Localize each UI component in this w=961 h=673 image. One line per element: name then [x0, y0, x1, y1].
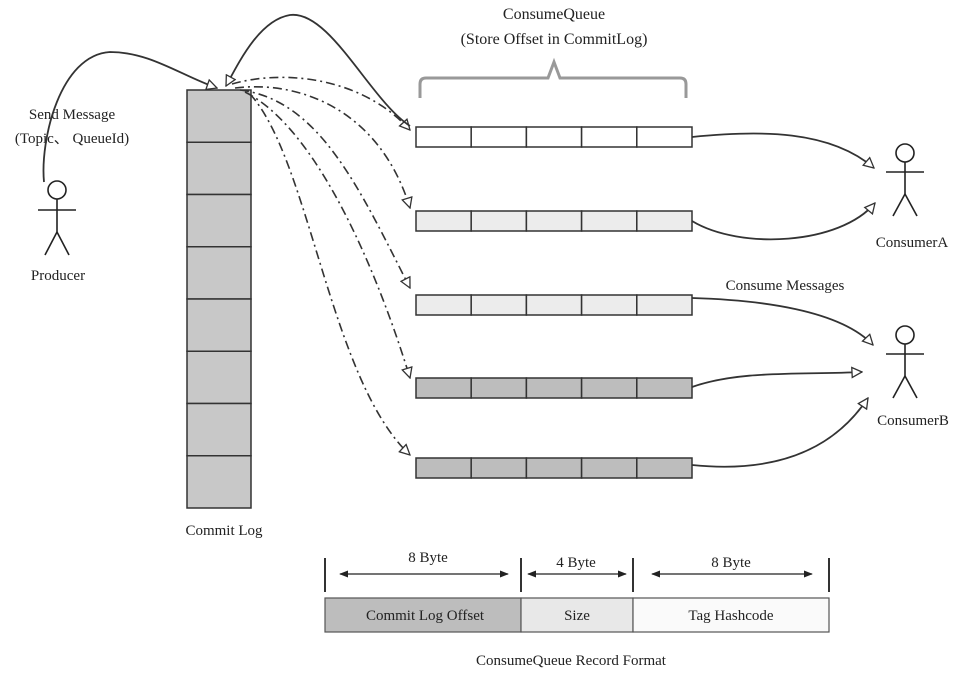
- consume-queue-5: [415, 457, 693, 479]
- consume-queue-1: [415, 126, 693, 148]
- commit-log-cell: [186, 246, 252, 300]
- field-size-size: 4 Byte: [556, 555, 596, 571]
- queue-cell: [415, 126, 472, 148]
- queue-cell: [470, 210, 528, 232]
- queue-cell: [470, 294, 528, 316]
- queue-cell: [580, 294, 638, 316]
- store-offset-arrow: [225, 14, 411, 127]
- consume-queue-2: [415, 210, 693, 232]
- send-message-arrow: [42, 51, 217, 183]
- queue-cell: [525, 210, 583, 232]
- consume-queue-brace: [418, 57, 688, 98]
- dispatch-arrow-queue-2: [234, 86, 410, 208]
- queue-cell: [415, 210, 472, 232]
- queue-cell: [636, 457, 693, 479]
- consume-arrow-queue-2: [691, 203, 875, 241]
- commit-log-cell: [186, 350, 252, 405]
- queue-cell: [580, 377, 638, 399]
- commit-log-cell: [186, 141, 252, 196]
- commit-log-cell: [186, 193, 252, 248]
- consume-arrow-queue-3: [691, 297, 873, 345]
- consume-arrow-queue-4: [691, 372, 862, 388]
- producer-label: Producer: [31, 268, 85, 284]
- commit-log-column: [186, 89, 252, 509]
- commit-log-cell: [186, 89, 252, 143]
- consume-queues: [415, 126, 693, 479]
- queue-cell: [636, 294, 693, 316]
- queue-cell: [525, 377, 583, 399]
- queue-cell: [525, 126, 583, 148]
- commit-log-cell: [186, 298, 252, 352]
- queue-cell: [580, 457, 638, 479]
- queue-cell: [470, 126, 528, 148]
- consume-arrow-queue-5: [691, 398, 868, 468]
- field-size-offset: 8 Byte: [408, 550, 448, 566]
- queue-cell: [525, 457, 583, 479]
- dispatch-arrow-queue-4: [244, 91, 410, 378]
- consumer-b-label: ConsumerB: [877, 413, 949, 429]
- consume-queue-title: ConsumeQueue: [503, 6, 605, 23]
- record-format-title: ConsumeQueue Record Format: [476, 653, 667, 669]
- queue-cell: [470, 377, 528, 399]
- queue-cell: [415, 457, 472, 479]
- dispatch-arrows: [231, 76, 411, 455]
- queue-cell: [636, 377, 693, 399]
- dispatch-arrow-queue-3: [239, 89, 411, 288]
- consume-queue-3: [415, 294, 693, 316]
- queue-cell: [636, 126, 693, 148]
- send-message-label: Send Message: [29, 107, 116, 123]
- field-name-tag: Tag Hashcode: [688, 608, 774, 624]
- field-commit-log-offset: [324, 597, 522, 633]
- send-message-params: (Topic、 QueueId): [15, 131, 129, 147]
- consume-arrow-queue-1: [691, 132, 874, 168]
- consumer-b-actor-icon: [886, 325, 924, 399]
- queue-cell: [580, 210, 638, 232]
- record-format: [324, 558, 830, 592]
- queue-cell: [470, 457, 528, 479]
- queue-cell: [636, 210, 693, 232]
- consume-queue-4: [415, 377, 693, 399]
- commit-log-cell: [186, 402, 252, 457]
- consumer-a-actor-icon: [886, 143, 924, 217]
- queue-cell: [525, 294, 583, 316]
- field-name-offset: Commit Log Offset: [366, 608, 485, 624]
- consume-queue-subtitle: (Store Offset in CommitLog): [461, 31, 648, 48]
- consume-arrows: [691, 132, 875, 468]
- queue-cell: [415, 294, 472, 316]
- field-size-tag: 8 Byte: [711, 555, 751, 571]
- dispatch-arrow-queue-5: [249, 93, 410, 455]
- commit-log-label: Commit Log: [185, 523, 263, 539]
- consume-messages-label: Consume Messages: [726, 278, 845, 294]
- field-name-size: Size: [564, 608, 590, 624]
- producer-actor-icon: [38, 180, 76, 256]
- commit-log-cell: [186, 455, 252, 509]
- queue-cell: [415, 377, 472, 399]
- consumer-a-label: ConsumerA: [876, 235, 949, 251]
- queue-cell: [580, 126, 638, 148]
- field-tag-hashcode: [632, 597, 830, 633]
- dispatch-arrow-queue-1: [231, 76, 410, 130]
